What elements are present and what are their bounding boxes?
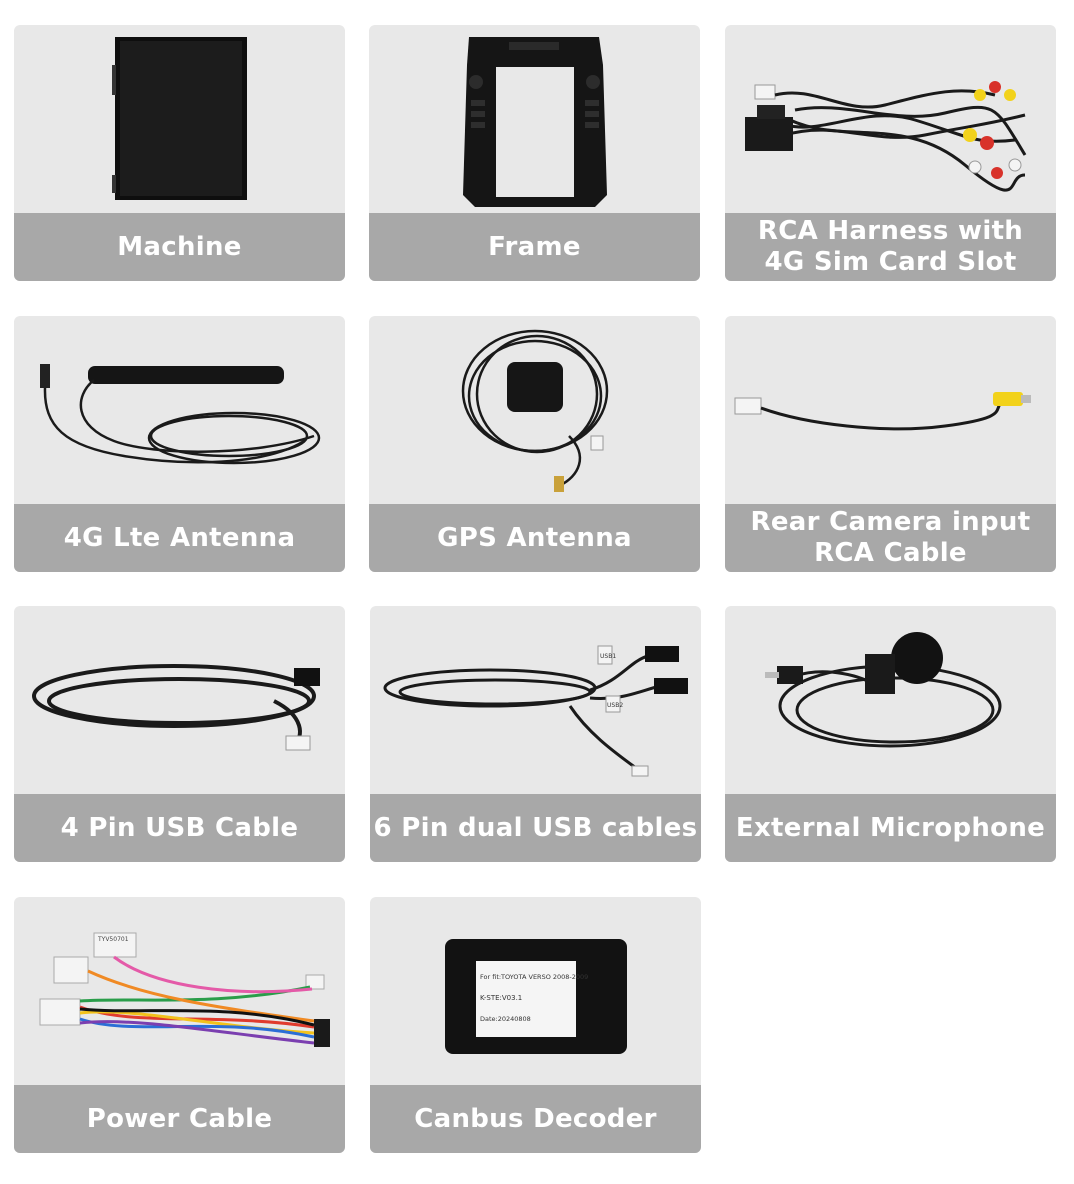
rear-camera-cable-image [725, 316, 1056, 504]
product-card-canbus-decoder: For fit:TOYOTA VERSO 2008-2009 K-STE:V03… [370, 897, 701, 1153]
item-label: 4 Pin USB Cable [14, 794, 345, 862]
product-card-machine: Machine [14, 25, 345, 281]
6pin-usb-image: USB1 USB2 [370, 606, 701, 794]
product-card-rca-harness: RCA Harness with 4G Sim Card Slot [725, 25, 1056, 281]
4pin-usb-image [14, 606, 345, 794]
item-label: 4G Lte Antenna [14, 504, 345, 572]
item-label: Frame [369, 213, 700, 281]
microphone-image [725, 606, 1056, 794]
decoder-line-3: Date:20240808 [480, 1015, 531, 1023]
decoder-line-2: K-STE:V03.1 [480, 994, 522, 1002]
product-card-6pin-usb: USB1 USB2 6 Pin dual USB cables [370, 606, 701, 862]
product-card-gps-antenna: GPS Antenna [369, 316, 700, 572]
product-card-4pin-usb: 4 Pin USB Cable [14, 606, 345, 862]
item-label: Rear Camera input RCA Cable [725, 504, 1056, 572]
item-label: External Microphone [725, 794, 1056, 862]
product-card-frame: Frame [369, 25, 700, 281]
power-cable-image: TYV50701 [14, 897, 345, 1085]
machine-image [14, 25, 345, 213]
item-label: Canbus Decoder [370, 1085, 701, 1153]
product-card-power-cable: TYV50701 Power Cable [14, 897, 345, 1153]
item-label: Power Cable [14, 1085, 345, 1153]
item-label: RCA Harness with 4G Sim Card Slot [725, 213, 1056, 281]
item-label: Machine [14, 213, 345, 281]
item-label: 6 Pin dual USB cables [370, 794, 701, 862]
usb-tag-1: USB1 [600, 653, 616, 660]
product-card-rear-camera-cable: Rear Camera input RCA Cable [725, 316, 1056, 572]
usb-tag-2: USB2 [607, 702, 623, 709]
product-card-4g-antenna: 4G Lte Antenna [14, 316, 345, 572]
power-tag: TYV50701 [97, 936, 129, 943]
canbus-decoder-image: For fit:TOYOTA VERSO 2008-2009 K-STE:V03… [370, 897, 701, 1085]
4g-antenna-image [14, 316, 345, 504]
gps-antenna-image [369, 316, 700, 504]
rca-harness-image [725, 25, 1056, 213]
decoder-line-1: For fit:TOYOTA VERSO 2008-2009 [480, 973, 588, 981]
product-card-microphone: External Microphone [725, 606, 1056, 862]
frame-image [369, 25, 700, 213]
item-label: GPS Antenna [369, 504, 700, 572]
